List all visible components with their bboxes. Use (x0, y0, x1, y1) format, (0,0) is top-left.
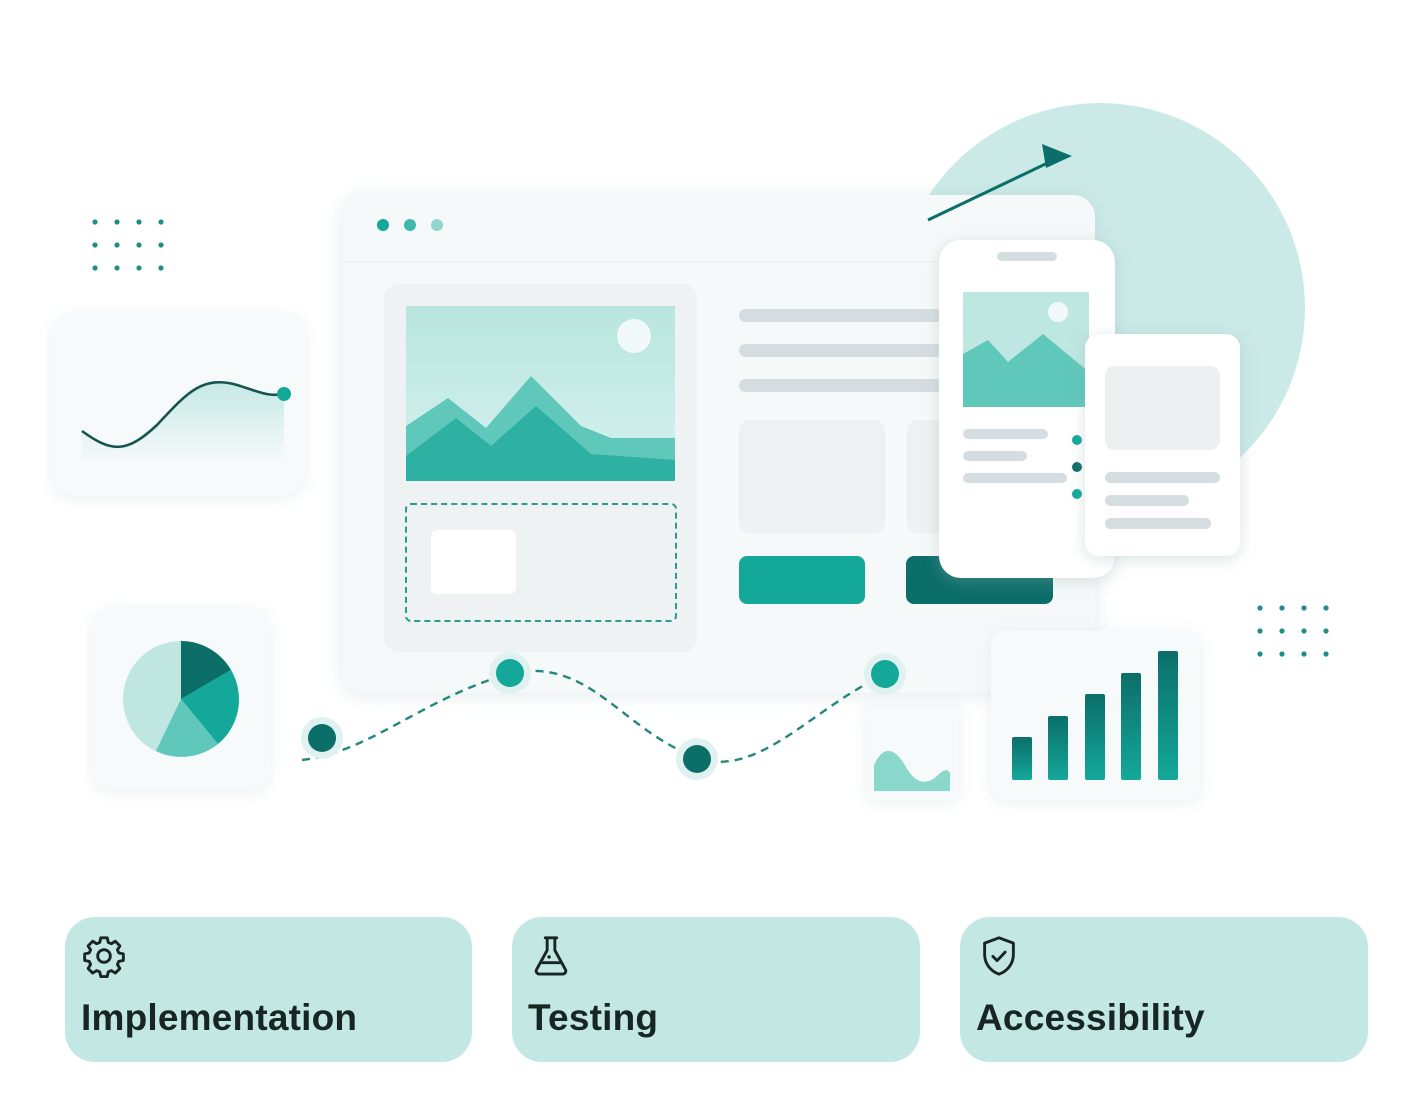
pie-chart-card (92, 608, 270, 791)
shield-check-icon (983, 936, 1015, 976)
browser-window (343, 195, 1095, 693)
milestone-node (489, 652, 531, 694)
feature-card-implementation[interactable]: Implementation (65, 917, 472, 1062)
text-line-placeholder (739, 379, 951, 392)
bar-chart-card (991, 630, 1200, 800)
window-dot (404, 219, 416, 231)
window-dot (377, 219, 389, 231)
flask-icon (534, 936, 568, 976)
feature-label: Implementation (81, 997, 358, 1038)
feature-card-testing[interactable]: Testing (512, 917, 920, 1062)
milestone-node (676, 738, 718, 780)
phone-text-line (963, 451, 1027, 461)
trend-arrow-icon (927, 144, 1072, 222)
line-chart-graphic (81, 380, 291, 463)
feature-label: Testing (528, 997, 659, 1038)
text-line-placeholder (739, 344, 951, 357)
phone-speaker (997, 252, 1057, 261)
tablet-text-line (1105, 495, 1189, 506)
tablet-text-line (1105, 518, 1211, 529)
phone-text-line (963, 429, 1048, 439)
phone-image-placeholder (963, 292, 1089, 407)
window-dot (431, 219, 443, 231)
line-chart-card (52, 313, 305, 496)
image-placeholder (406, 306, 675, 481)
pie-chart-graphic (123, 641, 239, 757)
tablet-text-line (1105, 472, 1220, 483)
milestone-node (864, 653, 906, 695)
area-wave-graphic (874, 750, 950, 791)
card-placeholder (739, 420, 885, 533)
gear-icon (83, 936, 125, 978)
feature-label: Accessibility (976, 997, 1205, 1038)
browser-title-bar (343, 195, 1095, 262)
carousel-dot[interactable] (1072, 489, 1082, 499)
tablet-mockup (1085, 334, 1240, 556)
feature-card-accessibility[interactable]: Accessibility (960, 917, 1368, 1062)
primary-button[interactable] (739, 556, 865, 604)
text-line-placeholder (739, 309, 951, 322)
drop-zone-placeholder (431, 530, 516, 594)
dot-grid-decoration-right (1257, 605, 1329, 657)
carousel-dot[interactable] (1072, 462, 1082, 472)
bar-chart-graphic (1012, 651, 1178, 780)
carousel-dot[interactable] (1072, 435, 1082, 445)
progress-path (301, 652, 906, 780)
dot-grid-decoration (92, 219, 164, 271)
phone-text-line (963, 473, 1067, 483)
milestone-node (301, 717, 343, 759)
content-panel (384, 284, 697, 652)
wave-card (866, 705, 959, 800)
drop-zone[interactable] (405, 503, 677, 622)
tablet-image-placeholder (1105, 366, 1220, 450)
